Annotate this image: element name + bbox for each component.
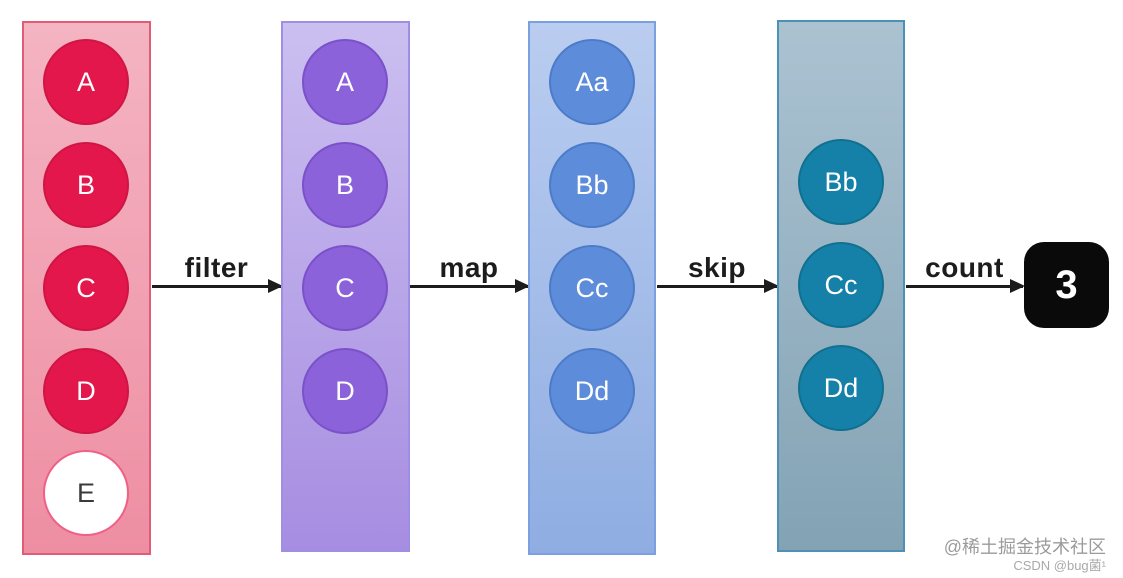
column-stream-original: A B C D E — [22, 21, 151, 555]
element-b: B — [302, 142, 388, 228]
element-cc: Cc — [798, 242, 884, 328]
element-aa: Aa — [549, 39, 635, 125]
element-d: D — [302, 348, 388, 434]
element-c: C — [302, 245, 388, 331]
element-c: C — [43, 245, 129, 331]
watermark: @稀土掘金技术社区 CSDN @bug菌¹ — [944, 537, 1106, 573]
skip-label: skip — [687, 252, 747, 283]
element-dd: Dd — [549, 348, 635, 434]
column-after-skip: Bb Cc Dd — [777, 20, 905, 552]
operation-map: map — [410, 252, 530, 293]
watermark-csdn: CSDN @bug菌¹ — [1013, 558, 1106, 573]
watermark-juejin: @稀土掘金技术社区 — [943, 537, 1106, 557]
element-dd: Dd — [798, 345, 884, 431]
element-cc: Cc — [549, 245, 635, 331]
element-e-filtered-out: E — [43, 450, 129, 536]
count-result-box: 3 — [1024, 242, 1109, 328]
count-label: count — [925, 252, 1004, 283]
operation-skip: skip — [657, 252, 779, 293]
operation-count: count — [906, 252, 1025, 293]
element-b: B — [43, 142, 129, 228]
skip-arrow-icon — [657, 279, 779, 293]
column-after-filter: A B C D — [281, 21, 410, 552]
element-bb: Bb — [549, 142, 635, 228]
element-bb: Bb — [798, 139, 884, 225]
map-arrow-icon — [410, 279, 530, 293]
filter-arrow-icon — [152, 279, 283, 293]
element-a: A — [302, 39, 388, 125]
count-result-value: 3 — [1055, 262, 1078, 307]
element-a: A — [43, 39, 129, 125]
count-arrow-icon — [906, 279, 1025, 293]
element-d: D — [43, 348, 129, 434]
operation-filter: filter — [152, 252, 283, 293]
filter-label: filter — [184, 252, 249, 283]
column-after-map: Aa Bb Cc Dd — [528, 21, 656, 555]
map-label: map — [439, 252, 499, 283]
